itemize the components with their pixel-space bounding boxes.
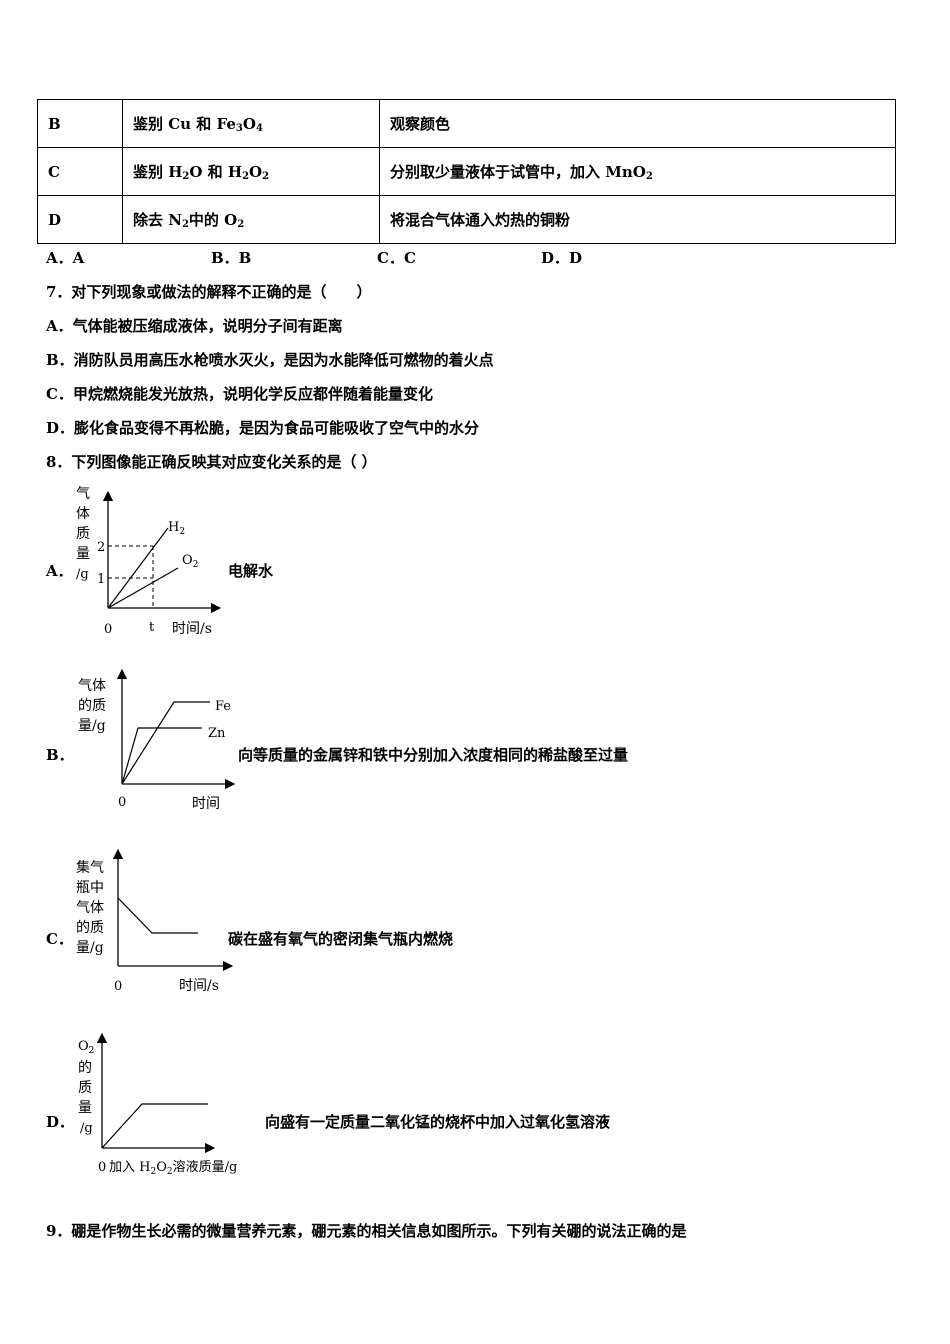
row-method: 将混合气体通入灼热的铜粉 [379, 195, 896, 244]
answer-option-b: B．B [211, 249, 252, 267]
answer-option-a: A．A [46, 249, 85, 267]
question-7-stem: 7．对下列现象或做法的解释不正确的是（ ） [46, 283, 372, 301]
y-label: 量 [78, 1100, 92, 1116]
y-label: 气体 [78, 678, 106, 694]
option-d-label: D． [46, 1113, 75, 1131]
series-label: Fe [215, 699, 231, 714]
y-label: 量 [76, 546, 90, 562]
y-label: /g [80, 1121, 93, 1136]
row-label: B [37, 99, 123, 148]
y-label: 的 [78, 1060, 92, 1076]
origin-label: 0 [118, 795, 126, 810]
question-9-stem: 9．硼是作物生长必需的微量营养元素，硼元素的相关信息如图所示。下列有关硼的说法正… [46, 1222, 687, 1240]
tick-label: t [149, 620, 155, 635]
y-label: 质 [78, 1080, 92, 1096]
x-label: 时间 [192, 796, 220, 812]
x-label: 时间/s [179, 978, 219, 994]
table-row: D 除去 N2中的 O2 将混合气体通入灼热的铜粉 [37, 195, 896, 244]
series-label: Zn [208, 726, 226, 741]
series-label: H2 [168, 520, 185, 537]
question-7-option-a: A．气体能被压缩成液体，说明分子间有距离 [46, 317, 343, 335]
y-label: /g [76, 567, 89, 582]
series-label: O2 [182, 553, 198, 570]
origin-label: 0 [98, 1160, 106, 1175]
row-method: 观察颜色 [379, 99, 896, 148]
row-item: 鉴别 H2O 和 H2O2 [122, 147, 380, 196]
table-row: C 鉴别 H2O 和 H2O2 分别取少量液体于试管中，加入 MnO2 [37, 147, 896, 196]
y-label: 量/g [78, 718, 106, 734]
question-8-stem: 8．下列图像能正确反映其对应变化关系的是（ ） [46, 453, 377, 471]
graph-carbon-burning: 集气 瓶中 气体 的质 量/g 0 时间/s [76, 848, 234, 994]
row-item: 鉴别 Cu 和 Fe3O4 [122, 99, 380, 148]
tick-label: 2 [97, 540, 105, 555]
option-d-description: 向盛有一定质量二氧化锰的烧杯中加入过氧化氢溶液 [265, 1113, 611, 1131]
options-table: B 鉴别 Cu 和 Fe3O4 观察颜色 C 鉴别 H2O 和 H2O2 分别取… [37, 99, 896, 244]
y-label: 气 [76, 486, 90, 502]
y-label: 量/g [76, 940, 104, 956]
graph-electrolysis: 气 体 质 量 /g 2 1 0 t 时间/s H2 O2 [76, 486, 222, 637]
option-c-label: C． [46, 930, 73, 948]
option-a-label: A． [46, 562, 73, 580]
table-row: B 鉴别 Cu 和 Fe3O4 观察颜色 [37, 99, 896, 148]
row-item: 除去 N2中的 O2 [122, 195, 380, 244]
h2-line [107, 527, 169, 609]
graph-h2o2-decomposition: O2 的 质 量 /g 0 加入 H2O2溶液质量/g [78, 1032, 237, 1177]
question-7-option-d: D．膨化食品变得不再松脆，是因为食品可能吸收了空气中的水分 [46, 419, 480, 437]
o2-mass-line [101, 1103, 208, 1149]
fe-line [121, 701, 210, 785]
y-label: 瓶中 [76, 880, 104, 896]
o2-line [107, 567, 179, 609]
y-label: 的质 [76, 920, 104, 936]
option-c-description: 碳在盛有氧气的密闭集气瓶内燃烧 [228, 930, 454, 948]
y-label: 集气 [76, 859, 104, 876]
question-7-option-c: C．甲烷燃烧能发光放热，说明化学反应都伴随着能量变化 [46, 385, 433, 403]
y-label: O2 [78, 1039, 94, 1056]
option-a-description: 电解水 [228, 562, 274, 580]
x-label: 加入 H2O2溶液质量/g [109, 1160, 237, 1177]
row-label: C [37, 147, 123, 196]
option-b-description: 向等质量的金属锌和铁中分别加入浓度相同的稀盐酸至过量 [238, 746, 629, 764]
y-label: 的质 [78, 698, 106, 714]
origin-label: 0 [104, 622, 112, 637]
x-label: 时间/s [172, 621, 212, 637]
row-method: 分别取少量液体于试管中，加入 MnO2 [379, 147, 896, 196]
graph-metals-acid: 气体 的质 量/g 0 时间 Fe Zn [78, 668, 236, 812]
y-label: 体 [76, 506, 90, 522]
origin-label: 0 [114, 979, 122, 994]
gas-mass-line [117, 897, 198, 934]
zn-line [121, 727, 202, 785]
tick-label: 1 [97, 572, 105, 587]
y-label: 气体 [76, 900, 104, 916]
row-label: D [37, 195, 123, 244]
y-label: 质 [76, 526, 90, 542]
question-7-option-b: B．消防队员用高压水枪喷水灭火，是因为水能降低可燃物的着火点 [46, 351, 494, 369]
option-b-label: B． [46, 746, 74, 764]
answer-option-c: C．C [377, 249, 416, 267]
answer-option-d: D．D [541, 249, 583, 267]
